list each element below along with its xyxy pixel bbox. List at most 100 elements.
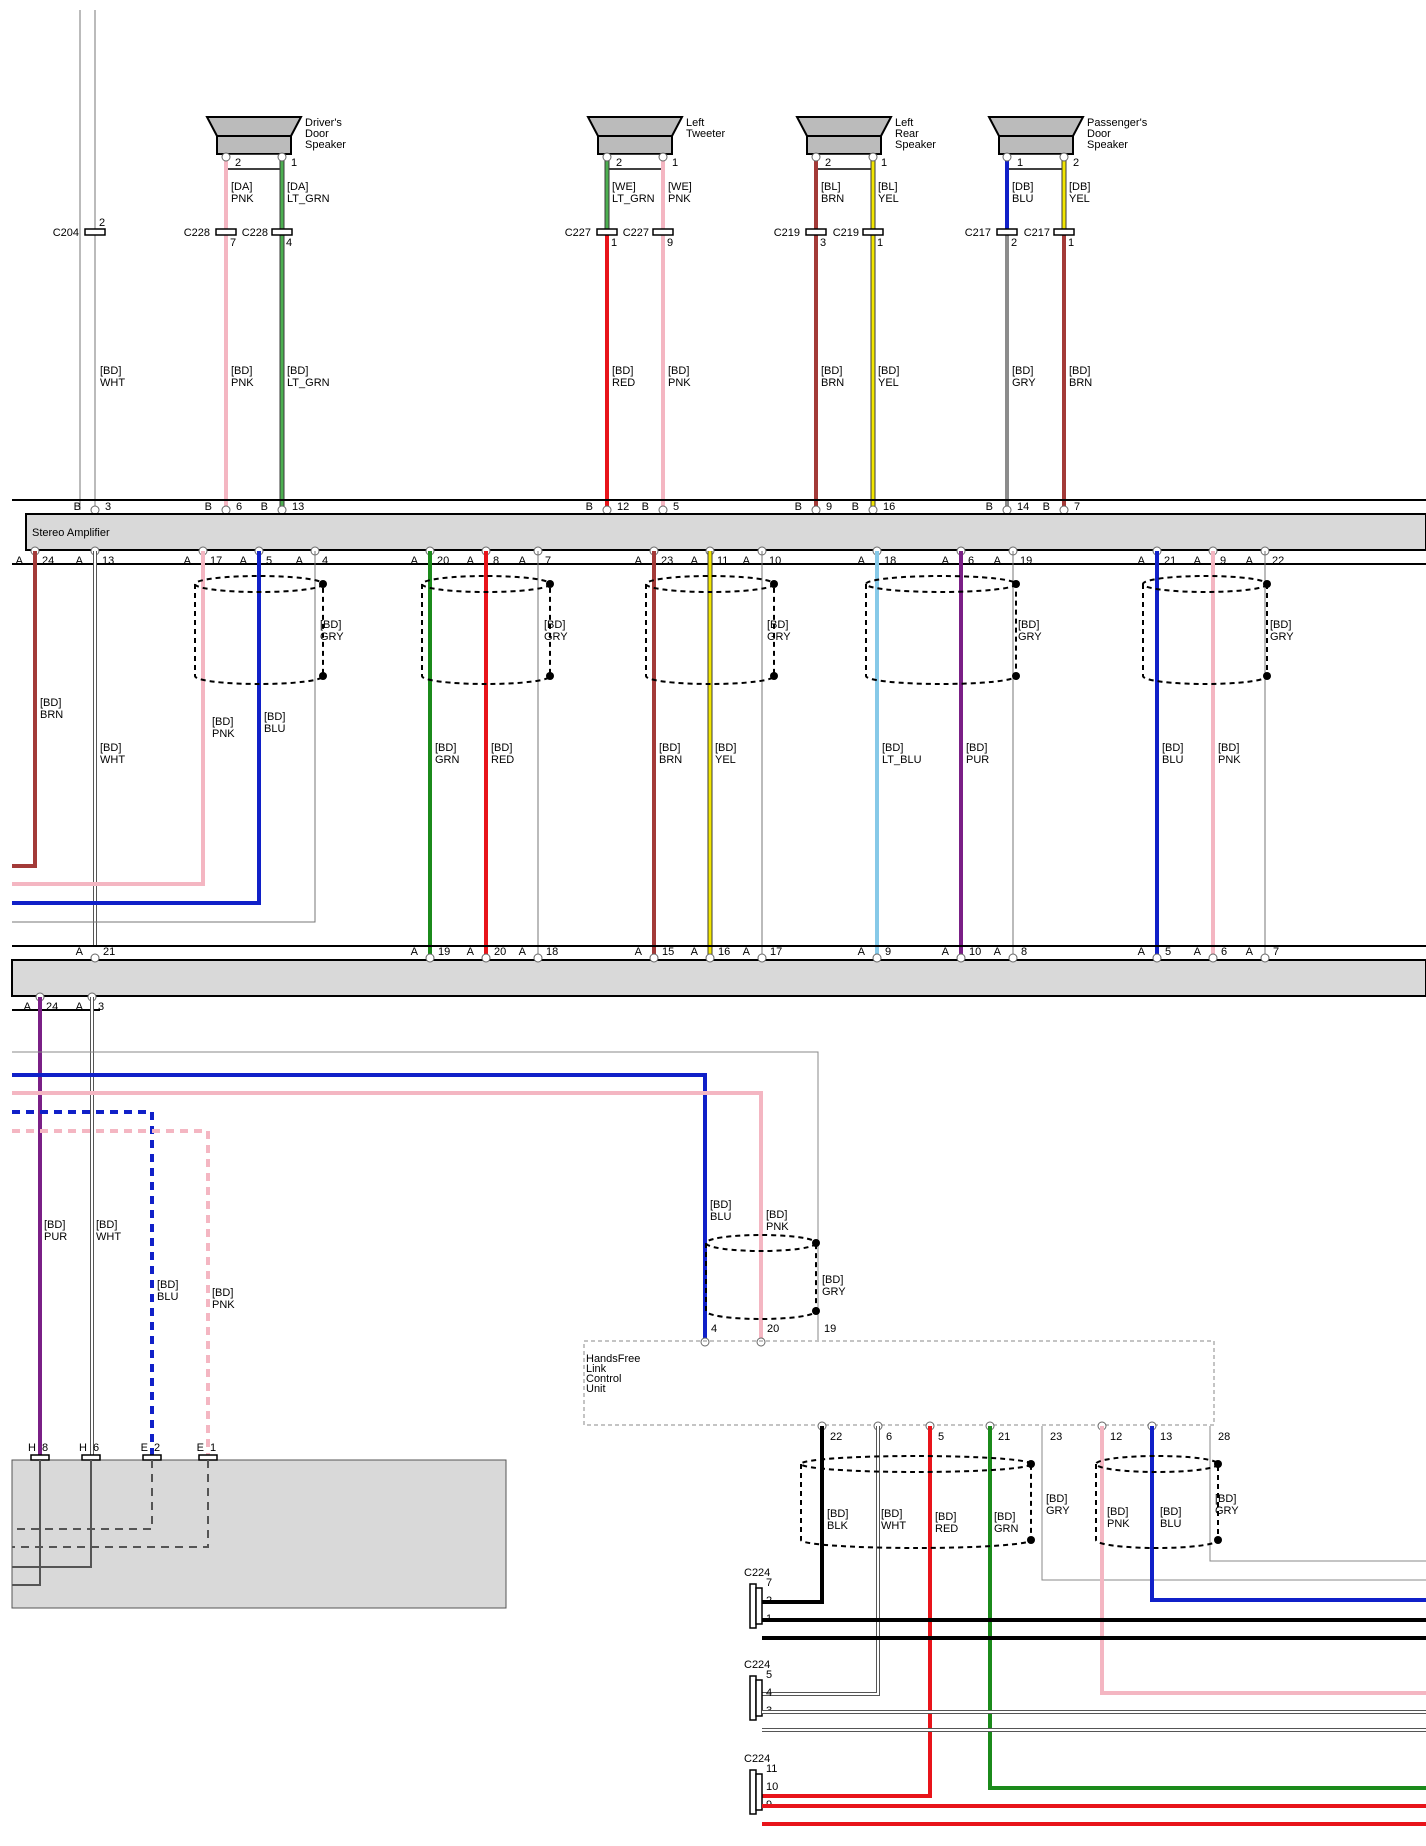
wire-color: PNK — [212, 1299, 235, 1311]
amp-pin-letter: A — [240, 555, 248, 567]
splice-dot — [812, 1307, 820, 1315]
pin-number: 8 — [1021, 946, 1027, 958]
wire-blu — [12, 551, 261, 905]
wire-grn — [988, 1426, 1426, 1790]
splice-dot — [770, 580, 778, 588]
shield — [194, 584, 324, 685]
splice-dot — [1214, 1460, 1222, 1468]
terminal — [221, 152, 231, 162]
amp-pin-letter: B — [1043, 501, 1050, 513]
speaker-pin: 1 — [881, 157, 887, 169]
terminal — [1208, 953, 1218, 963]
wire-code: [BD] — [1069, 365, 1090, 377]
wire-code: [BD] — [882, 742, 903, 754]
speaker-label: Door — [1087, 128, 1111, 140]
pin-number: 10 — [969, 946, 981, 958]
handsfree-label: Unit — [586, 1383, 606, 1395]
splice-dot — [546, 672, 554, 680]
wire-color: LT_GRN — [287, 377, 330, 389]
handsfree-label: Link — [586, 1363, 607, 1375]
speaker-cone-icon — [795, 116, 893, 137]
wire-code: [DB] — [1069, 181, 1090, 193]
wire-color: PNK — [668, 193, 691, 205]
lower-left-module — [11, 1459, 507, 1609]
amp-pin-number: 23 — [661, 555, 673, 567]
splice-dot — [319, 580, 327, 588]
terminal — [602, 152, 612, 162]
pin-number: 12 — [1110, 1431, 1122, 1443]
wire-pnk — [12, 551, 205, 886]
wire-code: [BD] — [1215, 1493, 1236, 1505]
terminal — [811, 505, 821, 515]
pin-number: 6 — [1221, 946, 1227, 958]
amp-pin-letter: B — [986, 501, 993, 513]
pin-number: 20 — [767, 1323, 779, 1335]
wire-code: [BD] — [435, 742, 456, 754]
wire-code: [BD] — [822, 1274, 843, 1286]
speaker-cone-icon — [205, 116, 303, 137]
connector-label: C228 — [184, 227, 210, 239]
wire-color: PUR — [44, 1231, 67, 1243]
pin-number: 5 — [938, 1431, 944, 1443]
wire-code: [BD] — [212, 716, 233, 728]
shield — [865, 584, 1017, 685]
pin-number: 19 — [824, 1323, 836, 1335]
terminal — [90, 953, 100, 963]
wire-code: [BD] — [821, 365, 842, 377]
wire-code: [BD] — [44, 1219, 65, 1231]
amp-pin-number: 9 — [1220, 555, 1226, 567]
pin-number: 20 — [494, 946, 506, 958]
connector-pin: 10 — [766, 1781, 778, 1793]
terminal — [956, 953, 966, 963]
amp-pin-letter: A — [519, 555, 527, 567]
wire-blu-dashed — [12, 1110, 154, 1460]
handsfree-label: HandsFree — [586, 1353, 640, 1365]
connector-pin: 2 — [1011, 237, 1017, 249]
wire-color: PNK — [231, 377, 254, 389]
amp-pin-number: 7 — [1074, 501, 1080, 513]
module-pin-mark — [198, 1454, 218, 1461]
connector-pin: 9 — [667, 237, 673, 249]
pin-letter: E — [141, 1442, 148, 1454]
pin-number: 3 — [98, 1001, 104, 1013]
wire-code: [BD] — [1012, 365, 1033, 377]
wire-color: BRN — [40, 709, 63, 721]
shield — [421, 584, 551, 685]
stereo-amplifier — [25, 513, 1426, 551]
connector-mark — [755, 1773, 763, 1811]
pin-letter: A — [519, 946, 527, 958]
connector-label: C227 — [565, 227, 591, 239]
amp-pin-number: 14 — [1017, 501, 1029, 513]
wire-code: [BD] — [659, 742, 680, 754]
speaker-label: Speaker — [305, 139, 346, 151]
pin-number: 6 — [886, 1431, 892, 1443]
shield — [1095, 1455, 1219, 1473]
wire-pnk — [12, 1091, 763, 1340]
amp-pin-number: 13 — [292, 501, 304, 513]
wire-color: YEL — [878, 193, 899, 205]
connector-label: C227 — [623, 227, 649, 239]
wire-code: [BD] — [881, 1508, 902, 1520]
pin-number: 23 — [1050, 1431, 1062, 1443]
amp-pin-number: 13 — [102, 555, 114, 567]
amp-pin-letter: B — [795, 501, 802, 513]
amp-pin-number: 17 — [210, 555, 222, 567]
amp-pin-letter: A — [1194, 555, 1202, 567]
terminal — [705, 953, 715, 963]
pin-letter: A — [24, 1001, 32, 1013]
pin-number: 18 — [546, 946, 558, 958]
wire-color: WHT — [100, 377, 125, 389]
internal-wire — [12, 1460, 92, 1568]
connector-pin: 7 — [230, 237, 236, 249]
wire-wht — [750, 1426, 880, 1696]
pin-letter: A — [743, 946, 751, 958]
wire-color: PNK — [766, 1221, 789, 1233]
wire-code: [BD] — [320, 619, 341, 631]
terminal — [90, 505, 100, 515]
pin-number: 7 — [1273, 946, 1279, 958]
connector-mark — [652, 228, 674, 236]
wire-code: [BD] — [1160, 1506, 1181, 1518]
wire-code: [BL] — [821, 181, 841, 193]
wire-code: [BD] — [668, 365, 689, 377]
wire-code: [DA] — [287, 181, 308, 193]
